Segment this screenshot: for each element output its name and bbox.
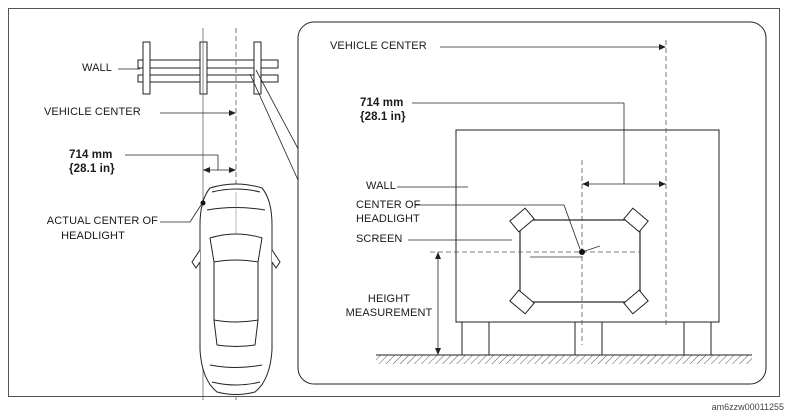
distance-in-label: {28.1 in}: [69, 163, 115, 175]
actual-headlight-label-line1: ACTUAL CENTER OF: [46, 215, 158, 227]
distance-mm-label: 714 mm: [69, 149, 113, 161]
actual-headlight-label-line2: HEADLIGHT: [61, 230, 125, 242]
ground: [376, 355, 752, 364]
car-top-view: [191, 183, 281, 395]
overview-wall: [137, 41, 279, 95]
detail-distance-mm-label: 714 mm: [360, 97, 404, 109]
height-label-line2: MEASUREMENT: [345, 307, 433, 319]
center-headlight-label-line2: HEADLIGHT: [356, 213, 420, 225]
detail-screen: [519, 219, 641, 303]
screen-headlight-dot: [579, 249, 585, 255]
height-label-line1: HEIGHT: [367, 293, 411, 305]
screen-label: SCREEN: [356, 233, 403, 245]
vehicle-center-label: VEHICLE CENTER: [44, 106, 141, 118]
figure-code: am6zzw00011255: [711, 402, 784, 412]
center-headlight-label-line1: CENTER OF: [356, 199, 421, 211]
detail-distance-in-label: {28.1 in}: [360, 111, 406, 123]
detail-vehicle-center-label: VEHICLE CENTER: [330, 40, 427, 52]
detail-wall-label: WALL: [366, 180, 396, 192]
wall-label: WALL: [82, 62, 112, 74]
headlight-dot: [200, 200, 206, 206]
